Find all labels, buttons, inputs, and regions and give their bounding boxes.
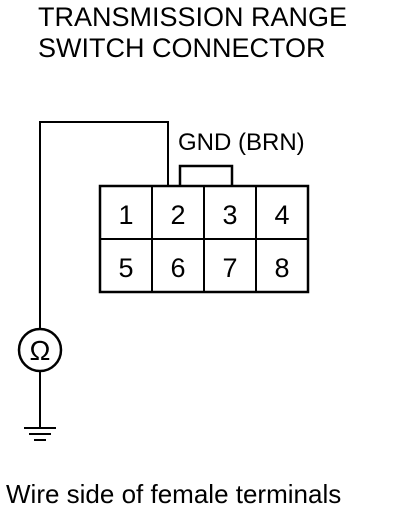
connector-lock-tab bbox=[178, 164, 234, 186]
terminal-8: 8 bbox=[274, 253, 289, 283]
terminal-3: 3 bbox=[222, 200, 237, 230]
terminal-6: 6 bbox=[170, 253, 185, 283]
terminal-4: 4 bbox=[274, 200, 289, 230]
ground-icon bbox=[24, 427, 56, 441]
ohmmeter-symbol: Ω bbox=[30, 335, 51, 366]
terminal-2: 2 bbox=[170, 200, 185, 230]
ground-label: GND (BRN) bbox=[178, 129, 305, 156]
diagram-title: TRANSMISSION RANGE SWITCH CONNECTOR bbox=[38, 2, 347, 64]
ohmmeter-icon: Ω bbox=[17, 327, 63, 373]
terminal-7: 7 bbox=[222, 253, 237, 283]
diagram-caption: Wire side of female terminals bbox=[6, 479, 342, 509]
terminal-1: 1 bbox=[118, 200, 133, 230]
title-line-2: SWITCH CONNECTOR bbox=[38, 33, 326, 63]
test-lead-wire bbox=[39, 121, 169, 330]
terminal-5: 5 bbox=[118, 253, 133, 283]
title-line-1: TRANSMISSION RANGE bbox=[38, 2, 348, 32]
